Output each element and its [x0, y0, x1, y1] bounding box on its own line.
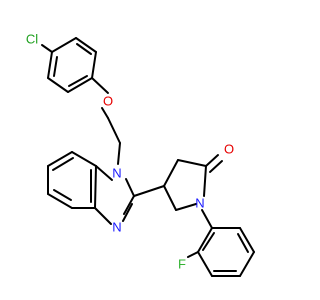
bond	[52, 157, 74, 171]
bond	[163, 159, 179, 187]
bond	[53, 189, 72, 201]
bond	[133, 185, 165, 197]
bond	[197, 227, 213, 253]
bond	[177, 159, 207, 167]
molecule-structure: Cl O N N O N F	[26, 32, 255, 277]
bond	[94, 165, 97, 209]
bond	[203, 165, 207, 197]
bond	[53, 56, 58, 77]
bond	[75, 37, 97, 53]
bond	[125, 178, 135, 197]
bond	[76, 43, 92, 55]
bond	[117, 142, 121, 165]
bond	[205, 154, 219, 167]
bond	[209, 160, 223, 173]
bond	[175, 203, 197, 211]
bond	[107, 117, 121, 144]
bond	[237, 233, 249, 253]
bond	[197, 251, 213, 277]
bond	[51, 37, 77, 53]
bond	[187, 251, 199, 258]
bond	[101, 107, 109, 119]
bond	[47, 193, 73, 209]
chlorine-atom-label: Cl	[26, 32, 38, 47]
carbonyl-oxygen-atom-label: O	[224, 142, 234, 157]
bond	[239, 251, 255, 277]
fluorine-atom-label: F	[178, 257, 186, 272]
bond	[41, 44, 53, 53]
benzimidazole-n3-atom-label: N	[112, 220, 121, 235]
bond	[202, 232, 215, 251]
bond	[47, 77, 69, 93]
benzimidazole-n1-atom-label: N	[112, 166, 121, 181]
bond	[95, 165, 113, 181]
bond	[122, 203, 133, 222]
bonds	[41, 37, 255, 277]
bond	[71, 151, 97, 167]
bond	[91, 51, 97, 79]
bond	[47, 51, 53, 79]
bond	[201, 209, 213, 229]
bond	[163, 185, 177, 211]
atom-labels: Cl O N N O N F	[26, 32, 234, 272]
ether-oxygen-atom-label: O	[103, 94, 113, 109]
bond	[94, 207, 112, 225]
bond	[68, 75, 88, 87]
bond	[47, 151, 73, 167]
bond	[67, 77, 93, 93]
bond	[239, 227, 255, 253]
bond	[91, 77, 109, 94]
bond	[123, 195, 135, 215]
lactam-nitrogen-atom-label: N	[195, 196, 204, 211]
